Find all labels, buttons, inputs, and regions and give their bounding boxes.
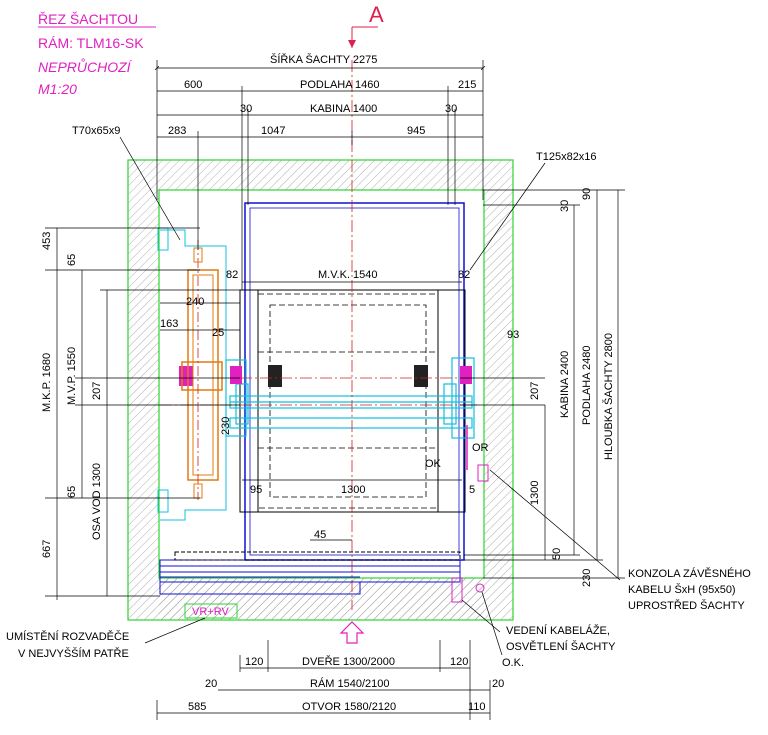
dim-opening: OTVOR 1580/2120 — [302, 701, 396, 713]
note-bracket-3: UPROSTŘED ŠACHTY — [628, 599, 745, 612]
dim-30-right: 30 — [445, 103, 457, 115]
section-mark: A — [348, 2, 384, 48]
dim-20-right: 20 — [492, 678, 504, 690]
door-direction-arrow — [339, 621, 365, 644]
note-cable-2: OSVĚTLENÍ ŠACHTY — [506, 640, 616, 653]
dim-82-right: 82 — [458, 269, 470, 281]
label-or: OR — [472, 442, 489, 454]
dim-mkp: M.K.P. 1680 — [41, 353, 53, 412]
dim-230-right: 230 — [581, 569, 593, 587]
dim-945: 945 — [407, 125, 425, 137]
dim-110: 110 — [468, 701, 486, 713]
dim-65-bottom: 65 — [66, 486, 78, 498]
profile-right: T125x82x16 — [536, 151, 597, 163]
title-block: ŘEZ ŠACHTOU RÁM: TLM16-SK NEPRŮCHOZÍ M1:… — [38, 11, 156, 97]
switchboard-box-label: VR+RV — [192, 606, 229, 618]
dim-shaft-width: ŠÍŘKA ŠACHTY 2275 — [270, 53, 377, 66]
note-bracket-2: KABELU ŠxH (95x50) — [628, 583, 736, 596]
dim-207-left: 207 — [91, 382, 103, 400]
dim-93: 93 — [507, 329, 519, 341]
note-switchboard-1: UMÍSTĚNÍ ROZVADĚČE — [6, 630, 129, 643]
dim-1300-inner: 1300 — [341, 484, 365, 496]
dim-20-left: 20 — [205, 678, 217, 690]
dimension-lines — [45, 60, 625, 720]
center-axes — [160, 60, 480, 610]
dim-1047: 1047 — [261, 125, 285, 137]
dim-5: 5 — [469, 484, 475, 496]
door-sill — [159, 464, 489, 603]
switchboard-box: VR+RV — [184, 603, 238, 619]
label-ok: OK — [425, 458, 442, 470]
dim-25: 25 — [212, 327, 224, 339]
dim-floor-1460: PODLAHA 1460 — [300, 79, 380, 91]
dim-163: 163 — [160, 318, 178, 330]
dim-mvp: M.V.P. 1550 — [66, 347, 78, 405]
note-labels: UMÍSTĚNÍ ROZVADĚČE V NEJVYŠŠÍM PATŘE KON… — [6, 567, 751, 669]
dim-mvk: M.V.K. 1540 — [318, 269, 378, 281]
dim-frame: RÁM 1540/2100 — [310, 677, 390, 690]
dim-1300-right: 1300 — [529, 481, 541, 505]
title-line-3: NEPRŮCHOZÍ — [38, 57, 133, 75]
section-mark-letter: A — [369, 2, 384, 27]
dim-90: 90 — [581, 188, 593, 200]
dim-453: 453 — [41, 232, 53, 250]
dim-cabin-1400: KABINA 1400 — [310, 103, 377, 115]
crosshead-beam — [225, 357, 475, 439]
dim-230-inner: 230 — [220, 417, 232, 435]
dim-82-left: 82 — [226, 269, 238, 281]
title-line-4: M1:20 — [38, 81, 77, 97]
note-cable-1: VEDENÍ KABELÁŽE, — [506, 624, 610, 637]
profile-left: T70x65x9 — [72, 125, 120, 137]
dim-585: 585 — [188, 701, 206, 713]
dim-floor-2480: PODLAHA 2480 — [581, 346, 593, 426]
dimension-texts: ŠÍŘKA ŠACHTY 2275 600 PODLAHA 1460 215 3… — [41, 53, 615, 713]
dim-215: 215 — [458, 79, 476, 91]
dim-283: 283 — [168, 125, 186, 137]
dim-30-left: 30 — [240, 103, 252, 115]
dim-30-right-v: 30 — [559, 200, 571, 212]
counterweight — [181, 240, 223, 500]
title-line-2: RÁM: TLM16-SK — [38, 35, 144, 51]
dim-207-right: 207 — [529, 382, 541, 400]
dim-95: 95 — [250, 484, 262, 496]
dim-doors: DVEŘE 1300/2000 — [302, 655, 395, 668]
note-switchboard-2: V NEJVYŠŠÍM PATŘE — [18, 647, 129, 660]
dim-667: 667 — [41, 540, 53, 558]
dim-45: 45 — [314, 529, 326, 541]
dim-65-top: 65 — [66, 254, 78, 266]
dim-240: 240 — [186, 296, 204, 308]
note-ok-bottom: O.K. — [502, 657, 524, 669]
dim-600: 600 — [184, 79, 202, 91]
note-bracket-1: KONZOLA ZÁVĚSNÉHO — [628, 567, 751, 580]
dim-120-left: 120 — [245, 656, 263, 668]
dim-shaft-depth: HLOUBKA ŠACHTY 2800 — [602, 333, 615, 460]
dim-cabin-2400: KABINA 2400 — [559, 351, 571, 418]
title-line-1: ŘEZ ŠACHTOU — [38, 11, 138, 27]
dim-120-right: 120 — [450, 656, 468, 668]
dim-50: 50 — [551, 548, 563, 560]
dim-osa-vod: OSA VOD 1300 — [91, 463, 103, 540]
